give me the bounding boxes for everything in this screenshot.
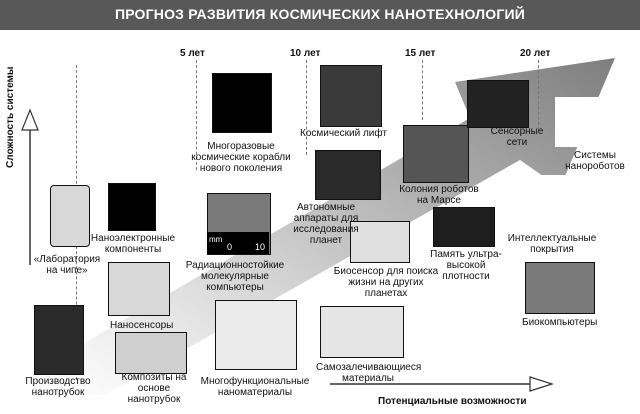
nanoelectronic-image [108,183,156,231]
memory-image [433,207,495,247]
autonomous-label: Автономные аппараты для исследования пла… [293,202,359,246]
intelligent-coatings-image [510,175,598,227]
biosensor-image [350,221,410,263]
biocomputers-label: Биокомпьютеры [522,317,598,328]
space-elevator-label: Космический лифт [300,128,387,139]
y-axis-arrowhead [21,108,39,131]
composites-label: Композиты на основе нанотрубок [121,372,187,405]
x-axis-label: Потенциальные возможности [378,396,527,407]
year-divider-10 [306,60,307,155]
multifunctional-image [215,300,297,370]
nanorobots-label: Системы нанороботов [565,150,625,172]
robot-colony-image [403,125,469,183]
memory-label: Память ультра-высокой плотности [430,249,502,282]
robot-colony-label: Колония роботов на Марсе [399,184,479,206]
year-label-10: 10 лет [290,48,321,59]
self-healing-label: Самозалечивающиеся материалы [316,362,422,384]
lab-on-chip-label: «Лаборатория на чипе» [33,254,101,276]
nanorobots-image [555,97,627,147]
reusable-ships-label: Многоразовые космические корабли нового … [191,141,291,174]
page-title: ПРОГНОЗ РАЗВИТИЯ КОСМИЧЕСКИХ НАНОТЕХНОЛО… [114,6,526,22]
multifunctional-label: Многофункциональные наноматериалы [200,376,310,398]
sensor-networks-label: Сенсорные сети [490,126,544,148]
year-label-20: 20 лет [520,48,551,59]
title-bar [0,0,640,30]
x-axis-arrowhead [529,376,554,392]
nanosensors-label: Наносенсоры [110,320,174,331]
composites-image [115,332,187,374]
ruler-right: 10 [255,242,266,252]
self-healing-image [320,306,404,358]
year-divider-20 [538,60,539,130]
radiation-label: Радиационностойкие молекулярные компьюте… [185,260,285,293]
year-divider-5 [196,60,197,170]
progress-arrow-shape [55,58,615,395]
reusable-ships-image [212,73,272,133]
y-axis-label: Сложность системы [5,66,16,168]
nanoelectronic-label: Наноэлектронные компоненты [90,233,176,255]
ruler: mm 0 10 [207,232,269,254]
intelligent-label: Интеллектуальные покрытия [507,233,597,255]
autonomous-image [315,150,381,200]
space-elevator-image [320,65,382,127]
nanotubes-image [34,305,84,375]
biocomputers-image [525,262,595,314]
year-divider-15 [422,60,423,120]
year-label-5: 5 лет [180,48,205,59]
ruler-unit: mm [209,235,223,244]
ruler-left: 0 [227,242,233,252]
lab-on-chip-image [50,185,90,247]
biosensor-label: Биосенсор для поиска жизни на других пла… [333,266,439,299]
nanotubes-label: Производство нанотрубок [25,376,91,398]
nanosensors-image [108,262,170,316]
sensor-networks-image [467,80,529,128]
year-label-15: 15 лет [405,48,436,59]
